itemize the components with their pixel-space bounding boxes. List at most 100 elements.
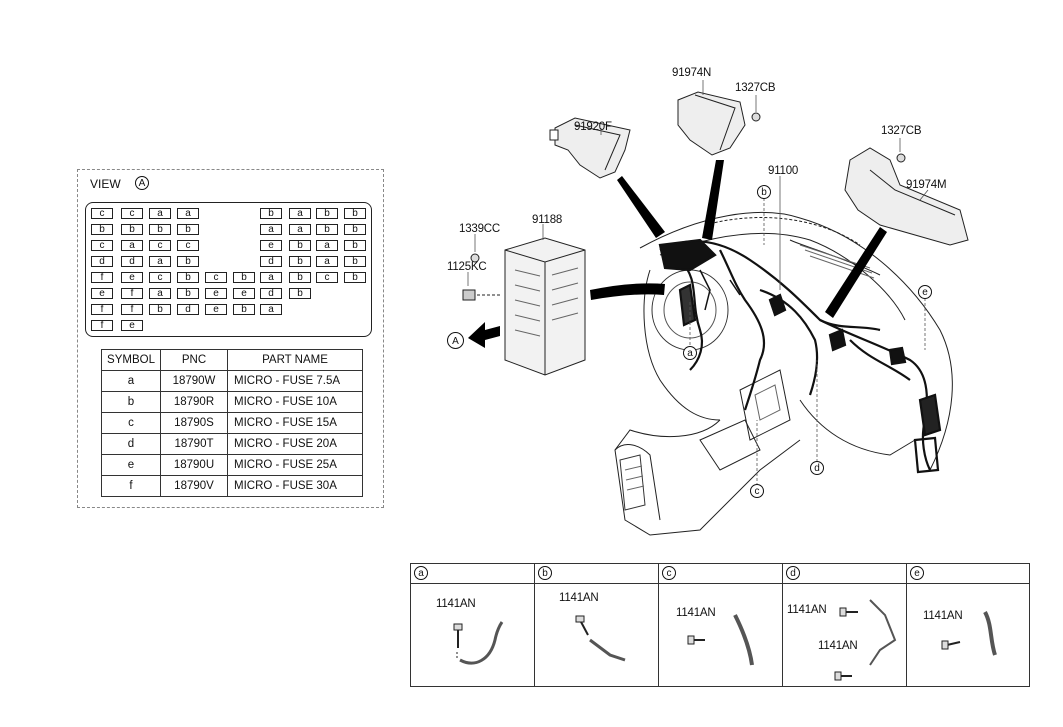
detail-e-circle: e — [910, 566, 924, 580]
detail-b-part: 1141AN — [559, 592, 599, 604]
fuse-cell: a — [260, 272, 282, 283]
callout-c-letter: c — [754, 486, 760, 497]
detail-d-letter: d — [790, 568, 796, 579]
bracket-91974M — [844, 147, 969, 246]
fuse-cell: c — [91, 240, 113, 251]
fuse-cell: b — [233, 272, 255, 283]
fuse-cell: f — [91, 272, 113, 283]
table-cell-pnc: 18790U — [160, 454, 228, 476]
fuse-cell: a — [149, 208, 171, 219]
detail-c-part: 1141AN — [676, 607, 716, 619]
fuse-cell: d — [177, 304, 199, 315]
view-marker-letter: A — [138, 178, 146, 189]
fuse-cell: e — [205, 304, 227, 315]
callout-e-letter: e — [922, 287, 928, 298]
fuse-cell: f — [91, 304, 113, 315]
label-91974N: 91974N — [672, 67, 712, 79]
fuse-cell: a — [149, 256, 171, 267]
fuse-cell: c — [177, 240, 199, 251]
callout-a: a — [683, 346, 697, 360]
fuse-cell: c — [205, 272, 227, 283]
detail-strip — [410, 563, 1030, 687]
fuse-cell: b — [177, 224, 199, 235]
table-header-row: SYMBOL PNC PART NAME — [101, 349, 363, 371]
detail-header-row — [411, 564, 1029, 584]
detail-c-letter: c — [666, 568, 672, 579]
detail-a-circle: a — [414, 566, 428, 580]
detail-d-part-2: 1141AN — [818, 640, 858, 652]
label-91974M: 91974M — [906, 179, 947, 191]
detail-divider — [782, 564, 783, 686]
fuse-cell: b — [91, 224, 113, 235]
fuse-cell: b — [316, 208, 338, 219]
fuse-cell: b — [260, 208, 282, 219]
detail-a-letter: a — [418, 568, 424, 579]
callout-view-a-letter: A — [452, 336, 459, 347]
fuse-cell: b — [289, 272, 311, 283]
fuse-cell: c — [149, 272, 171, 283]
detail-e-part: 1141AN — [923, 610, 963, 622]
view-title-text: VIEW — [90, 177, 121, 191]
fuse-cell: a — [149, 288, 171, 299]
detail-e-letter: e — [914, 568, 920, 579]
fuse-cell: b — [177, 272, 199, 283]
label-91100: 91100 — [768, 165, 799, 177]
label-91188: 91188 — [532, 214, 563, 226]
detail-divider — [906, 564, 907, 686]
fuse-cell: b — [289, 240, 311, 251]
view-arrow — [468, 322, 500, 348]
fuse-cell: e — [233, 288, 255, 299]
fuse-cell: e — [91, 288, 113, 299]
callout-e: e — [918, 285, 932, 299]
view-title: VIEW — [90, 177, 121, 191]
fuse-cell: a — [121, 240, 143, 251]
fuse-cell: a — [316, 240, 338, 251]
fuse-cell: b — [316, 224, 338, 235]
header-pnc: PNC — [160, 349, 228, 371]
label-1125KC: 1125KC — [447, 261, 487, 273]
table-cell-pnc: 18790V — [160, 475, 228, 497]
callout-view-a: A — [447, 332, 464, 349]
fuse-cell: a — [177, 208, 199, 219]
label-1339CC: 1339CC — [459, 223, 500, 235]
fuse-cell: c — [121, 208, 143, 219]
detail-d-circle: d — [786, 566, 800, 580]
header-part-name: PART NAME — [227, 349, 363, 371]
detail-divider — [658, 564, 659, 686]
table-cell-part-name: MICRO - FUSE 10A — [227, 391, 363, 413]
fuse-cell: f — [121, 304, 143, 315]
fuse-cell: d — [260, 256, 282, 267]
detail-c-circle: c — [662, 566, 676, 580]
fuse-cell: c — [316, 272, 338, 283]
detail-divider — [534, 564, 535, 686]
detail-a-part: 1141AN — [436, 598, 476, 610]
fuse-cell: b — [344, 208, 366, 219]
view-marker-circle: A — [135, 176, 149, 190]
fuse-cell: f — [121, 288, 143, 299]
fuse-cell: b — [344, 256, 366, 267]
callout-b: b — [757, 185, 771, 199]
fuse-cell: b — [289, 288, 311, 299]
fuse-cell: b — [344, 224, 366, 235]
label-1327CB-right: 1327CB — [881, 125, 922, 137]
fuse-cell: b — [177, 288, 199, 299]
fuse-cell: d — [91, 256, 113, 267]
fuse-cell: c — [91, 208, 113, 219]
label-1327CB-top: 1327CB — [735, 82, 776, 94]
callout-d: d — [810, 461, 824, 475]
view-a-panel — [77, 169, 384, 508]
fuse-cell: b — [177, 256, 199, 267]
fuse-cell: d — [121, 256, 143, 267]
fuse-cell: e — [121, 272, 143, 283]
fuse-cell: a — [289, 224, 311, 235]
fuse-cell: a — [289, 208, 311, 219]
fuse-cell: b — [344, 272, 366, 283]
fuse-cell: b — [149, 224, 171, 235]
fuse-cell: a — [260, 304, 282, 315]
table-cell-part-name: MICRO - FUSE 25A — [227, 454, 363, 476]
